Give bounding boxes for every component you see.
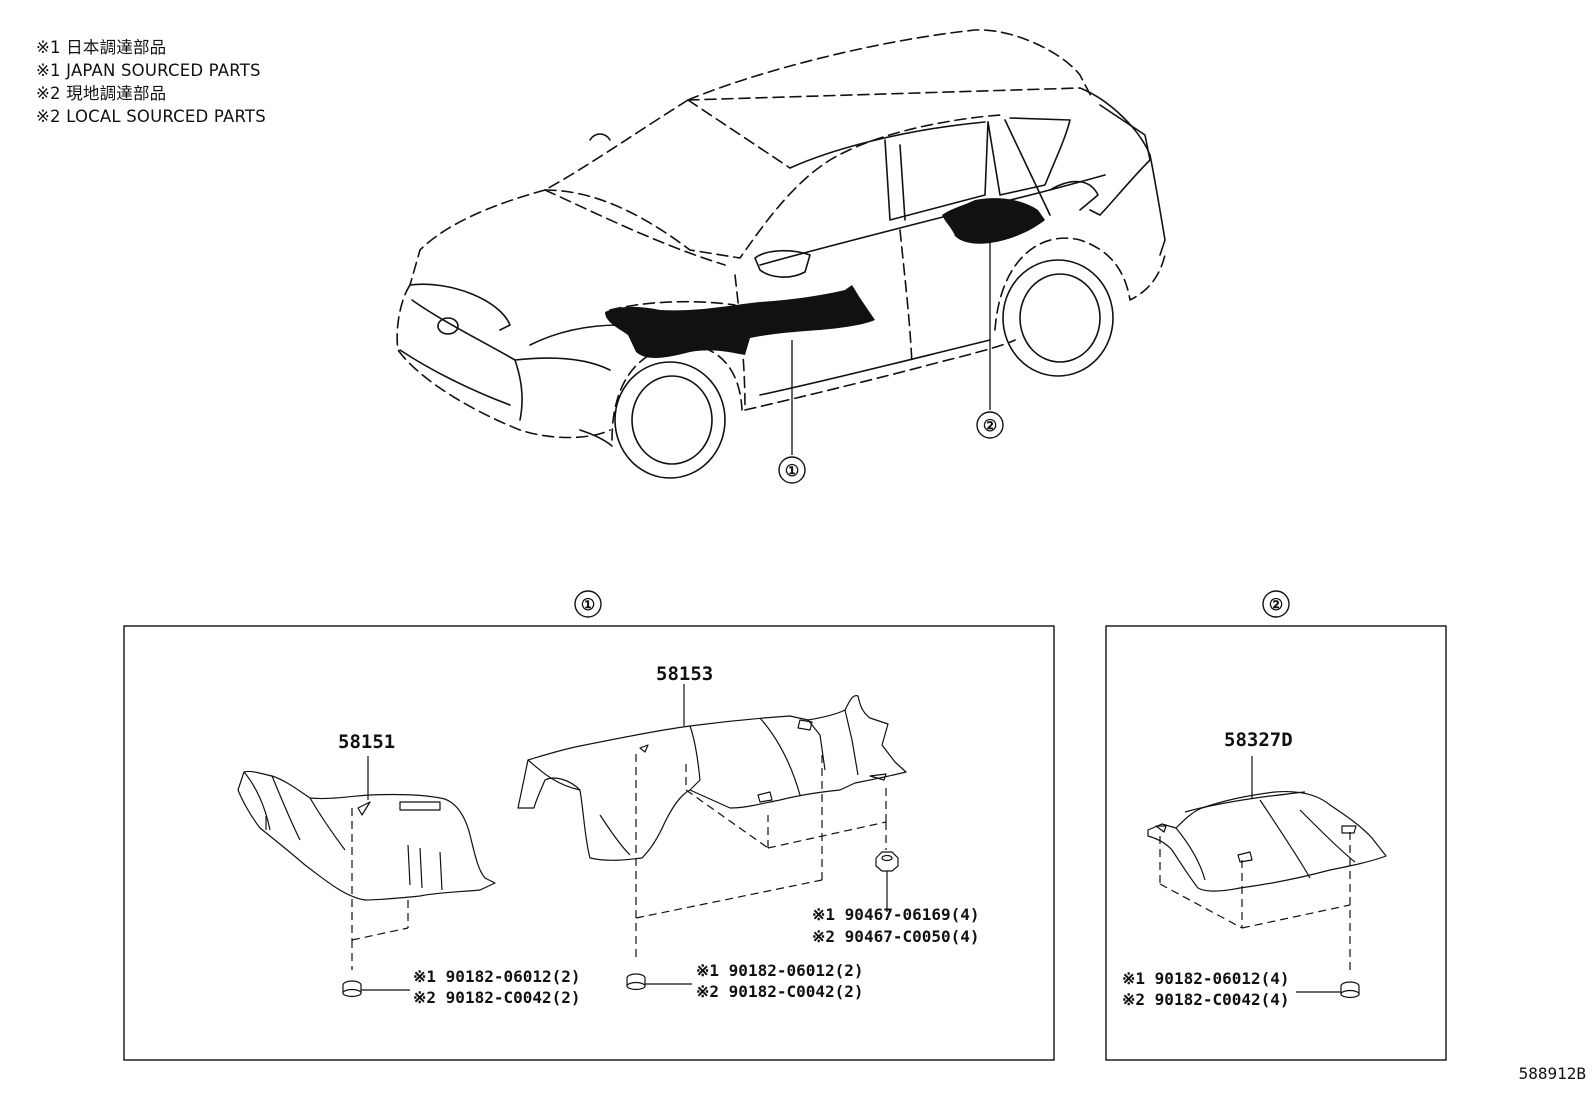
callout-one-label: ① [785, 461, 799, 480]
fastener-b-line-1: ※1 90182-06012(2) [696, 961, 864, 980]
panel-two-badge [1262, 590, 1290, 618]
fastener-d-line-2: ※2 90182-C0042(4) [1122, 990, 1290, 1009]
clip-fastener-d [1340, 981, 1360, 999]
panel-two-title: ② [1269, 595, 1283, 614]
legend-line: ※2 LOCAL SOURCED PARTS [36, 107, 266, 126]
part-number-58151: 58151 [338, 731, 395, 753]
fastener-c-line-2: ※2 90467-C0050(4) [812, 927, 980, 946]
clip-fastener-b [626, 973, 646, 991]
part-58151-guide [351, 808, 409, 970]
callout-leaders [791, 240, 991, 455]
part-58151-drawing [237, 770, 496, 901]
highlight-area-rear [942, 198, 1045, 244]
panel-one-title: ① [581, 595, 595, 614]
fastener-a-line-1: ※1 90182-06012(2) [413, 967, 581, 986]
highlight-area-front [605, 285, 875, 358]
callout-two [976, 411, 1004, 439]
part-58327d-drawing [1147, 790, 1387, 892]
fastener-a-line-2: ※2 90182-C0042(2) [413, 988, 581, 1007]
part-number-58153: 58153 [656, 663, 713, 685]
figure-id: 588912B [1518, 1064, 1586, 1083]
legend-line: ※1 JAPAN SOURCED PARTS [36, 61, 261, 80]
clip-fastener-a [342, 980, 362, 998]
nut-fastener-c [875, 851, 899, 872]
part-58153-drawing [517, 695, 907, 861]
part-58327d-guide [1159, 832, 1351, 975]
panel-one-badge [574, 590, 602, 618]
legend-line: ※2 現地調達部品 [36, 84, 167, 103]
panel-one-frame [123, 625, 1055, 1061]
legend-line: ※1 日本調達部品 [36, 38, 167, 57]
part-58153-guide [635, 750, 887, 962]
fastener-b-line-2: ※2 90182-C0042(2) [696, 982, 864, 1001]
fastener-d-line-1: ※1 90182-06012(4) [1122, 969, 1290, 988]
callout-one [778, 456, 806, 484]
part-number-58327d: 58327D [1224, 729, 1293, 751]
panel-two-frame [1105, 625, 1447, 1061]
vehicle-illustration [396, 29, 1166, 479]
callout-two-label: ② [983, 416, 997, 435]
fastener-c-line-1: ※1 90467-06169(4) [812, 905, 980, 924]
legend: ※1 日本調達部品 ※1 JAPAN SOURCED PARTS ※2 現地調達… [36, 36, 266, 128]
